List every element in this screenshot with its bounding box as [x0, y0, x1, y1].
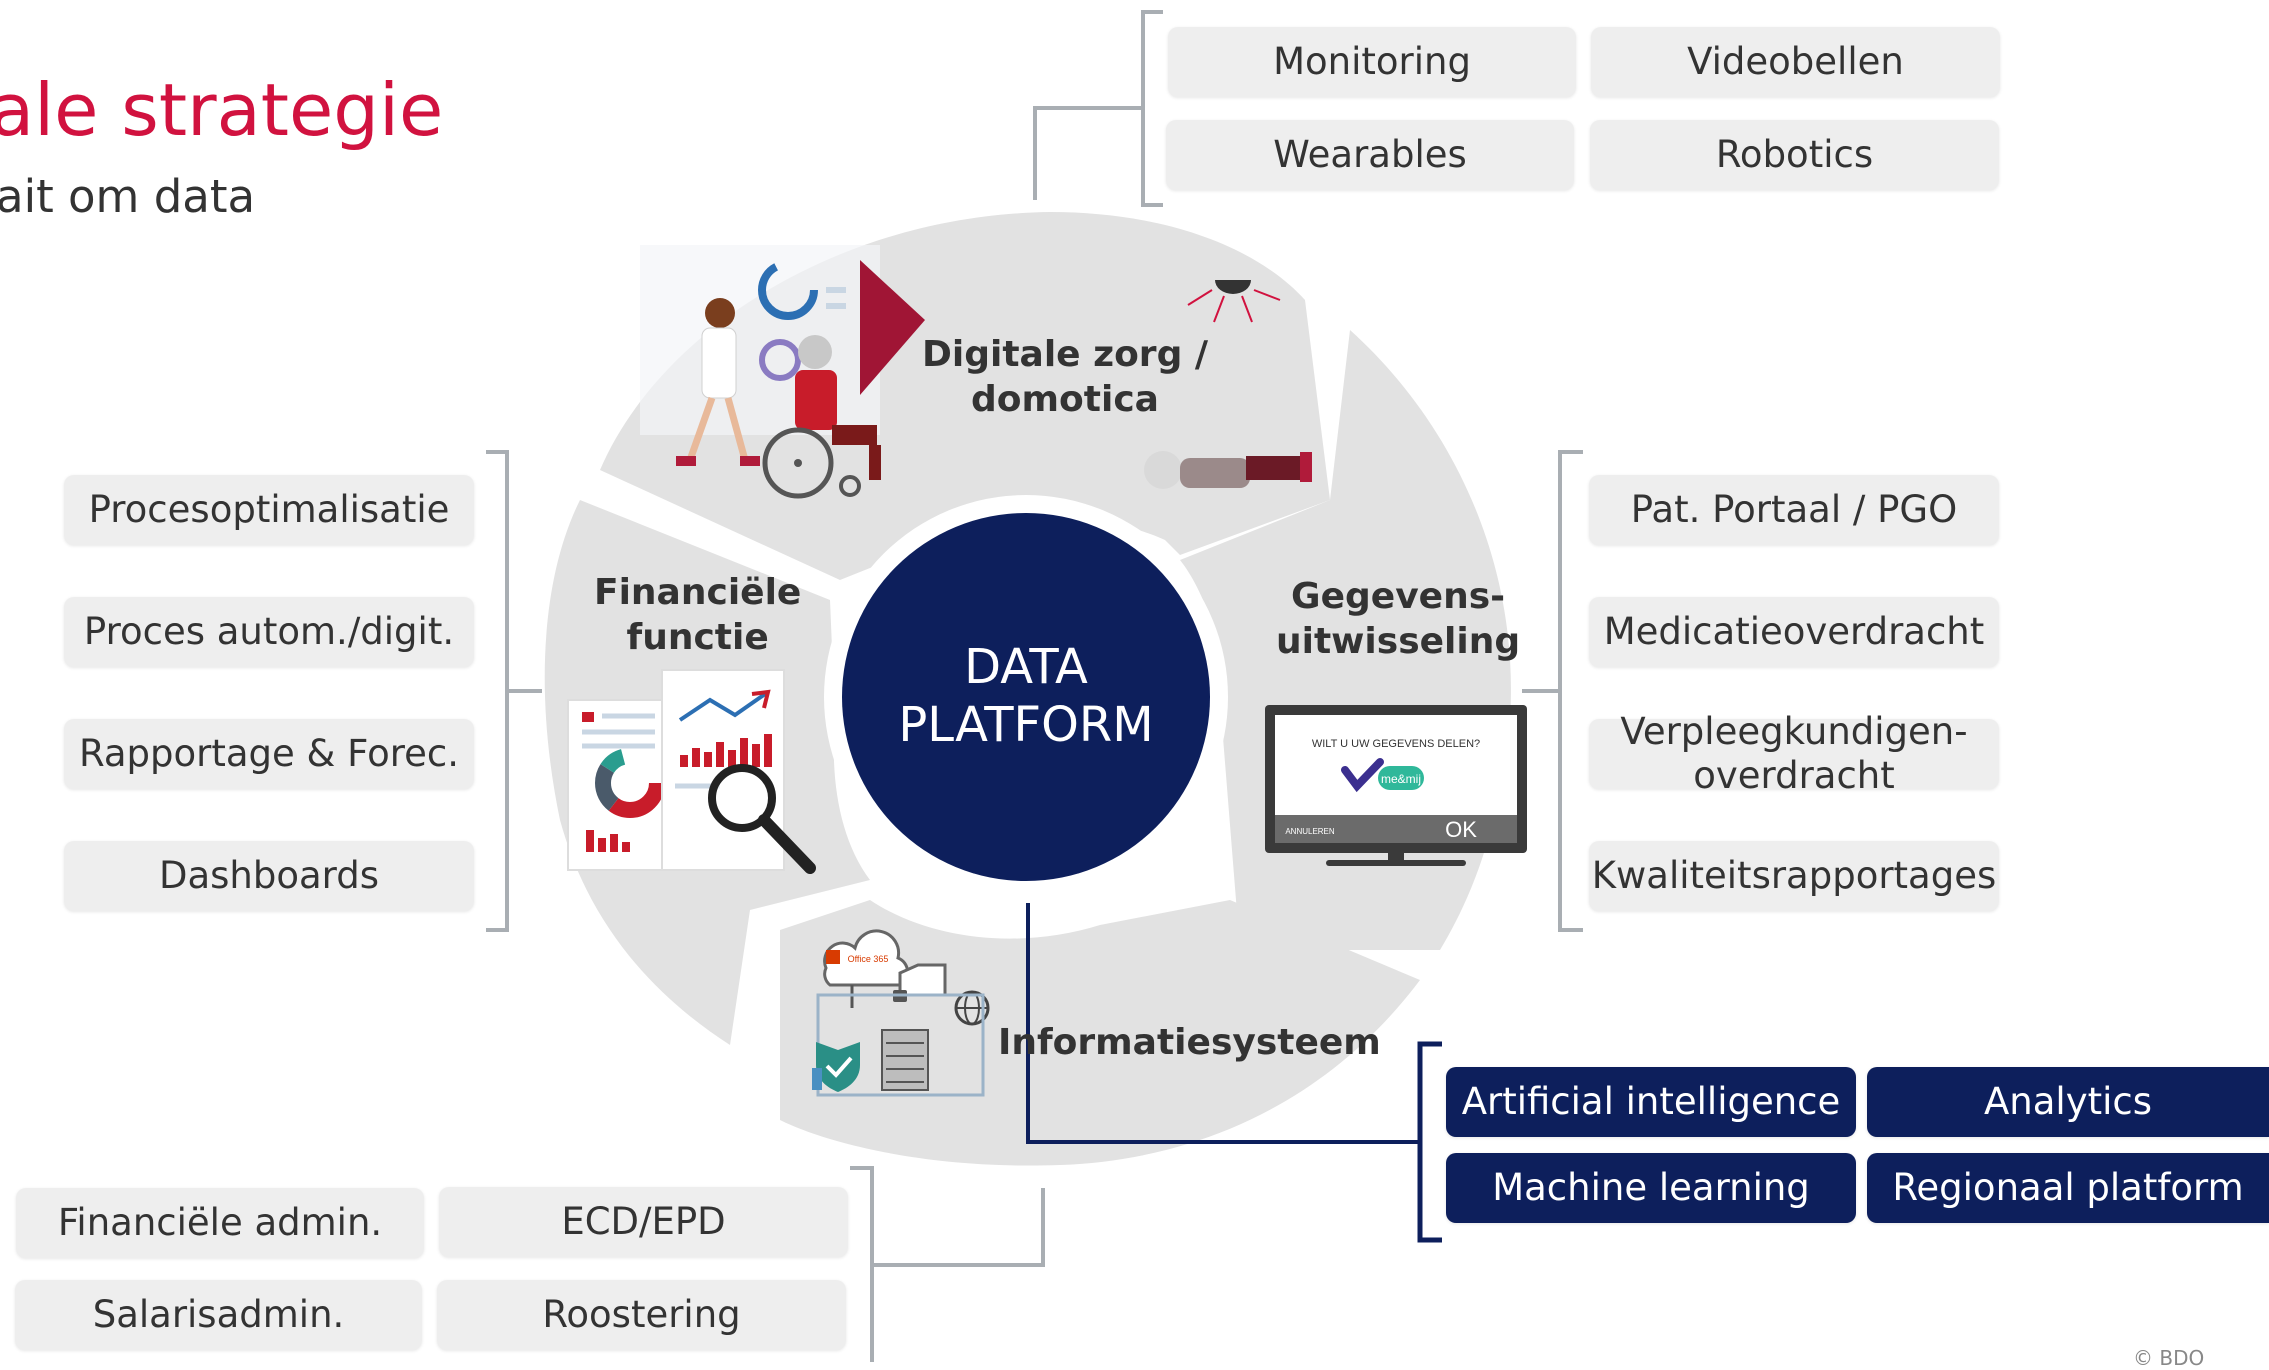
- segment-label-line: uitwisseling: [1276, 621, 1521, 662]
- segment-label-line: Gegevens-: [1291, 576, 1506, 617]
- box-rapportage: Rapportage & Forec.: [64, 719, 474, 789]
- box-monitoring: Monitoring: [1168, 27, 1576, 97]
- box-line: overdracht: [1693, 754, 1895, 797]
- box-procesoptimalisatie: Procesoptimalisatie: [64, 475, 474, 545]
- segment-label-gegevens: Gegevens- uitwisseling: [1276, 574, 1520, 664]
- box-artificial-intelligence: Artificial intelligence: [1446, 1067, 1856, 1137]
- segment-label-line: Informatiesysteem: [998, 1022, 1381, 1063]
- ai-bracket: [1417, 1041, 1442, 1243]
- box-line: Verpleegkundigen-: [1620, 709, 1968, 753]
- box-medicatieoverdracht: Medicatieoverdracht: [1589, 597, 1999, 667]
- data-platform-circle: DATA PLATFORM: [842, 513, 1210, 881]
- center-label-line: PLATFORM: [898, 697, 1154, 753]
- copyright: © BDO: [2133, 1346, 2205, 1370]
- page-title: ale strategie: [0, 68, 444, 152]
- segment-label-digitale-zorg: Digitale zorg / domotica: [922, 332, 1208, 422]
- box-analytics: Analytics: [1867, 1067, 2269, 1137]
- center-label-line: DATA: [964, 639, 1088, 696]
- box-dashboards: Dashboards: [64, 841, 474, 911]
- platform-connector: [1026, 903, 1418, 1144]
- nurse-wheelchair-illustration: [640, 245, 925, 499]
- finance-reports-illustration: [567, 669, 816, 874]
- box-financiele-admin: Financiële admin.: [16, 1188, 424, 1258]
- tv-question-text: WILT U UW GEGEVENS DELEN?: [1312, 738, 1480, 750]
- box-ecd-epd: ECD/EPD: [439, 1187, 848, 1257]
- fall-detection-illustration: [1144, 280, 1312, 489]
- box-proces-autom: Proces autom./digit.: [64, 597, 474, 667]
- box-kwaliteitsrapportages: Kwaliteitsrapportages: [1589, 841, 1999, 911]
- segment-label-line: Financiële: [594, 572, 802, 613]
- box-verpleegkundigen: Verpleegkundigen- overdracht: [1589, 710, 1999, 797]
- segment-label-line: domotica: [971, 379, 1159, 420]
- tv-logo-text: me&mij: [1381, 772, 1421, 786]
- segment-label-financiele: Financiële functie: [594, 570, 801, 660]
- page-subtitle: ait om data: [0, 170, 256, 223]
- segment-label-line: Digitale zorg /: [922, 334, 1209, 375]
- tv-cancel-text: ANNULEREN: [1285, 827, 1335, 836]
- segment-label-line: functie: [626, 617, 769, 658]
- segment-label-informatie: Informatiesysteem: [998, 1020, 1381, 1065]
- box-robotics: Robotics: [1590, 120, 1999, 190]
- box-salarisadmin: Salarisadmin.: [15, 1280, 422, 1350]
- tv-ok-text: OK: [1445, 817, 1477, 842]
- network-illustration: Office 365: [812, 929, 990, 1097]
- brackets: [486, 10, 1583, 1362]
- box-videobellen: Videobellen: [1591, 27, 2000, 97]
- box-pat-portaal: Pat. Portaal / PGO: [1589, 475, 1999, 545]
- office365-label: Office 365: [848, 954, 889, 964]
- box-regionaal-platform: Regionaal platform: [1867, 1153, 2269, 1223]
- box-roostering: Roostering: [437, 1280, 846, 1350]
- tv-consent-illustration: WILT U UW GEGEVENS DELEN? me&mij ANNULER…: [1265, 705, 1527, 866]
- box-wearables: Wearables: [1166, 120, 1574, 190]
- box-machine-learning: Machine learning: [1446, 1153, 1856, 1223]
